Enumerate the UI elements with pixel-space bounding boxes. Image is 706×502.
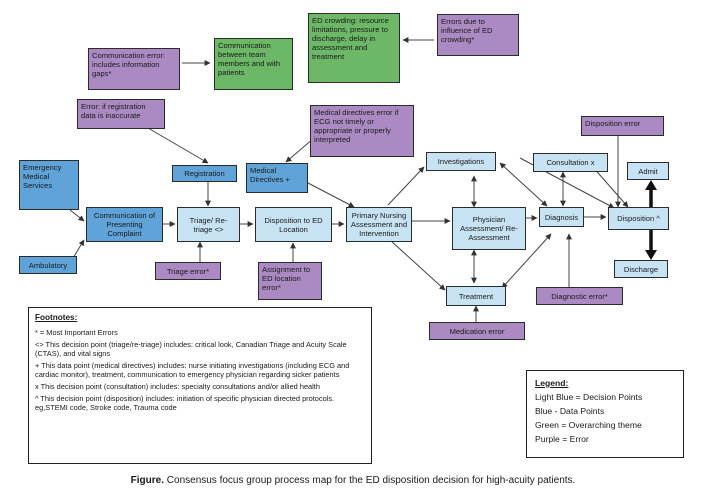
node-physician-assessment: Physician Assessment/ Re-Assessment [452,207,526,250]
node-errors-crowding: Errors due to influence of ED crowding* [437,14,519,56]
node-registration: Registration [172,165,237,182]
footnote-line: x This decision point (consultation) inc… [35,382,320,391]
caption-label: Figure. [130,475,164,486]
node-communication-between: Communication between team members and w… [214,38,293,90]
node-assignment-error: Assignment to ED location error* [258,262,322,300]
node-disposition: Disposition ^ [608,207,669,230]
footnote-line: + This data point (medical directives) i… [35,361,350,379]
node-discharge: Discharge [614,260,668,278]
legend-item: Blue - Data Points [535,406,605,416]
node-treatment: Treatment [446,286,506,306]
node-error-registration: Error: if registration data is inaccurat… [77,99,165,129]
node-consultation: Consultation x [533,153,608,172]
legend-box: Legend: Light Blue = Decision Points Blu… [526,370,684,458]
legend-item: Purple = Error [535,434,589,444]
legend-item: Green = Overarching theme [535,420,642,430]
node-communication-presenting: Communication of Presenting Complaint [86,207,163,242]
legend-title: Legend: [535,378,569,388]
footnotes-title: Footnotes: [35,313,78,322]
node-medical-directives-error: Medical directives error if ECG not time… [310,105,414,157]
node-primary-nursing: Primary Nursing Assessment and Intervent… [346,207,412,242]
node-ambulatory: Ambulatory [19,256,77,274]
node-admit: Admit [627,162,669,180]
footnote-line: ^ This decision point (disposition) incl… [35,394,335,412]
node-triage: Triage/ Re-triage <> [177,207,240,242]
node-communication-error: Communication error: includes informatio… [88,48,180,90]
figure-caption: Figure. Consensus focus group process ma… [0,475,706,486]
node-medication-error: Medication error [429,322,525,340]
footnote-line: * = Most Important Errors [35,328,118,337]
node-ed-crowding: ED crowding: resource limitations, press… [308,13,400,83]
legend-item: Light Blue = Decision Points [535,392,643,402]
node-emergency-medical-services: Emergency Medical Services [19,160,79,210]
node-triage-error: Triage error* [155,262,221,280]
node-diagnostic-error: Diagnostic error* [536,287,623,305]
footnotes-box: Footnotes: * = Most Important Errors <> … [28,307,372,464]
caption-text: Consensus focus group process map for th… [166,475,576,486]
footnote-line: <> This decision point (triage/re-triage… [35,340,347,358]
node-diagnosis: Diagnosis [539,207,584,227]
node-disposition-location: Disposition to ED Location [255,207,332,242]
node-investigations: Investigations [426,152,496,171]
node-disposition-error: Disposition error [581,116,664,136]
node-medical-directives: Medical Directives + [246,163,308,193]
